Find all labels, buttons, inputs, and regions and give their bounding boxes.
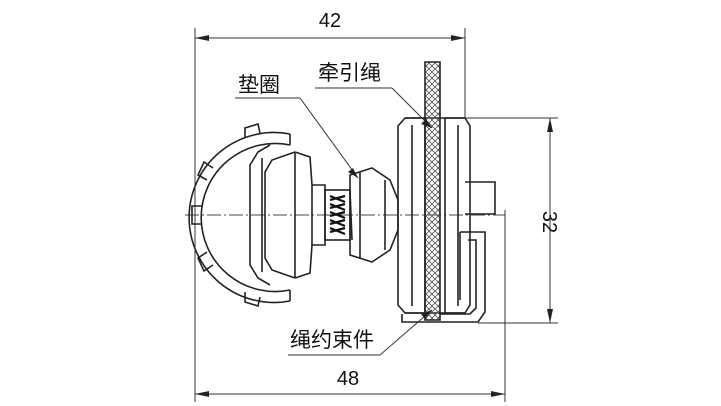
traction-rope (424, 61, 441, 321)
dimension-right-value: 32 (538, 211, 560, 233)
leader-traction-rope: 牵引绳 (315, 61, 433, 129)
dimension-top: 42 (194, 10, 466, 215)
t-bolt-head (264, 151, 326, 279)
dimension-bottom: 48 (194, 210, 506, 402)
dimension-top-value: 42 (319, 10, 341, 32)
rope-clamp-bracket (401, 181, 496, 323)
circular-housing (188, 122, 291, 308)
dimension-bottom-value: 48 (337, 368, 359, 390)
label-traction-rope: 牵引绳 (318, 61, 381, 85)
dimension-right: 32 (465, 117, 560, 324)
label-washer: 垫圈 (238, 73, 280, 97)
leader-washer: 垫圈 (235, 73, 359, 179)
rail-profile (249, 144, 271, 286)
leader-rope-clamp: 绳约束件 (288, 309, 433, 356)
label-rope-clamp: 绳约束件 (290, 328, 374, 352)
pulley-wheel (397, 117, 471, 314)
